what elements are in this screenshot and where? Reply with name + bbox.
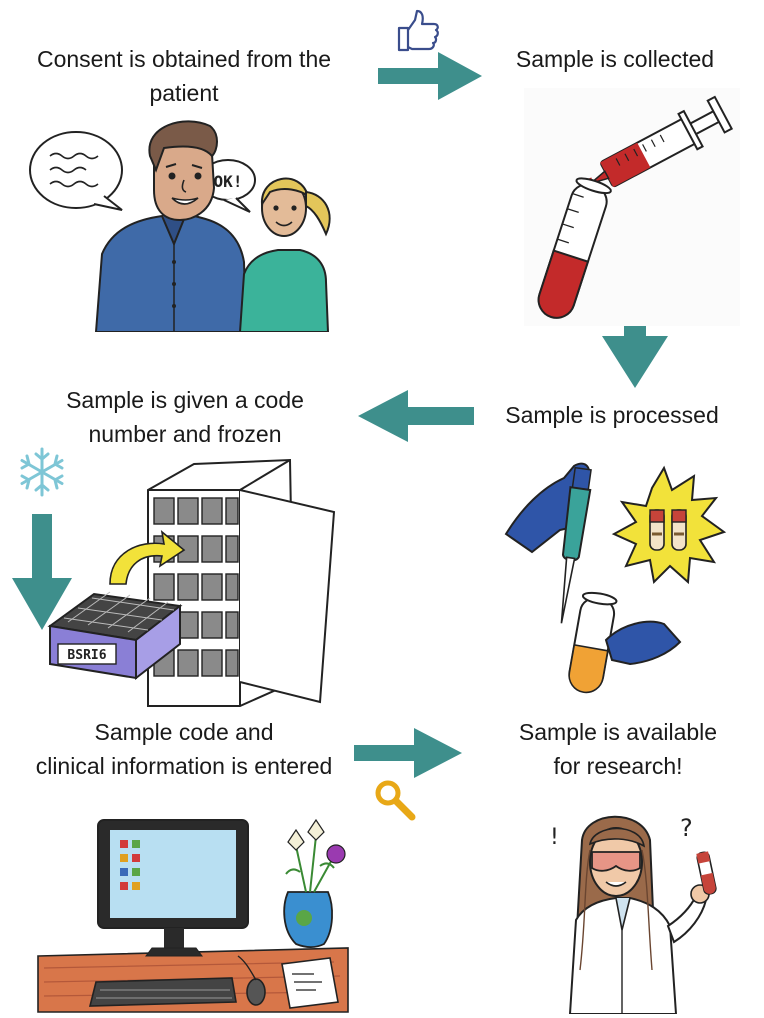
researcher-illustration: ! ? bbox=[550, 814, 717, 1014]
step-coded-label: Sample is given a code number and frozen bbox=[66, 387, 304, 447]
freezer-illustration: BSRI6 bbox=[47, 458, 336, 707]
snowflake-icon bbox=[20, 447, 64, 497]
exclaim-mark: ! bbox=[550, 825, 559, 850]
speech-ok-text: OK! bbox=[214, 172, 243, 191]
arrow-down-2 bbox=[12, 514, 72, 630]
arrow-left-1 bbox=[358, 390, 474, 442]
computer-illustration bbox=[37, 818, 349, 1013]
arrow-right-2 bbox=[354, 728, 462, 778]
step-consent-label: Consent is obtained from the patient bbox=[36, 46, 332, 106]
processing-illustration bbox=[504, 462, 727, 694]
step-available-label: Sample is available for research! bbox=[518, 719, 718, 779]
arrow-right-1 bbox=[378, 52, 482, 100]
magnifier-icon bbox=[375, 780, 416, 821]
arrow-down-1 bbox=[602, 280, 668, 388]
step-entered-label: Sample code and clinical information is … bbox=[35, 719, 333, 779]
step-processed-label: Sample is processed bbox=[505, 402, 719, 428]
collection-illustration bbox=[524, 88, 740, 326]
step-collected-label: Sample is collected bbox=[515, 46, 715, 72]
box-label-text: BSRI6 bbox=[67, 648, 106, 663]
question-mark: ? bbox=[680, 814, 693, 842]
thumbs-up-icon bbox=[397, 9, 439, 52]
consent-illustration: OK! bbox=[29, 120, 331, 332]
